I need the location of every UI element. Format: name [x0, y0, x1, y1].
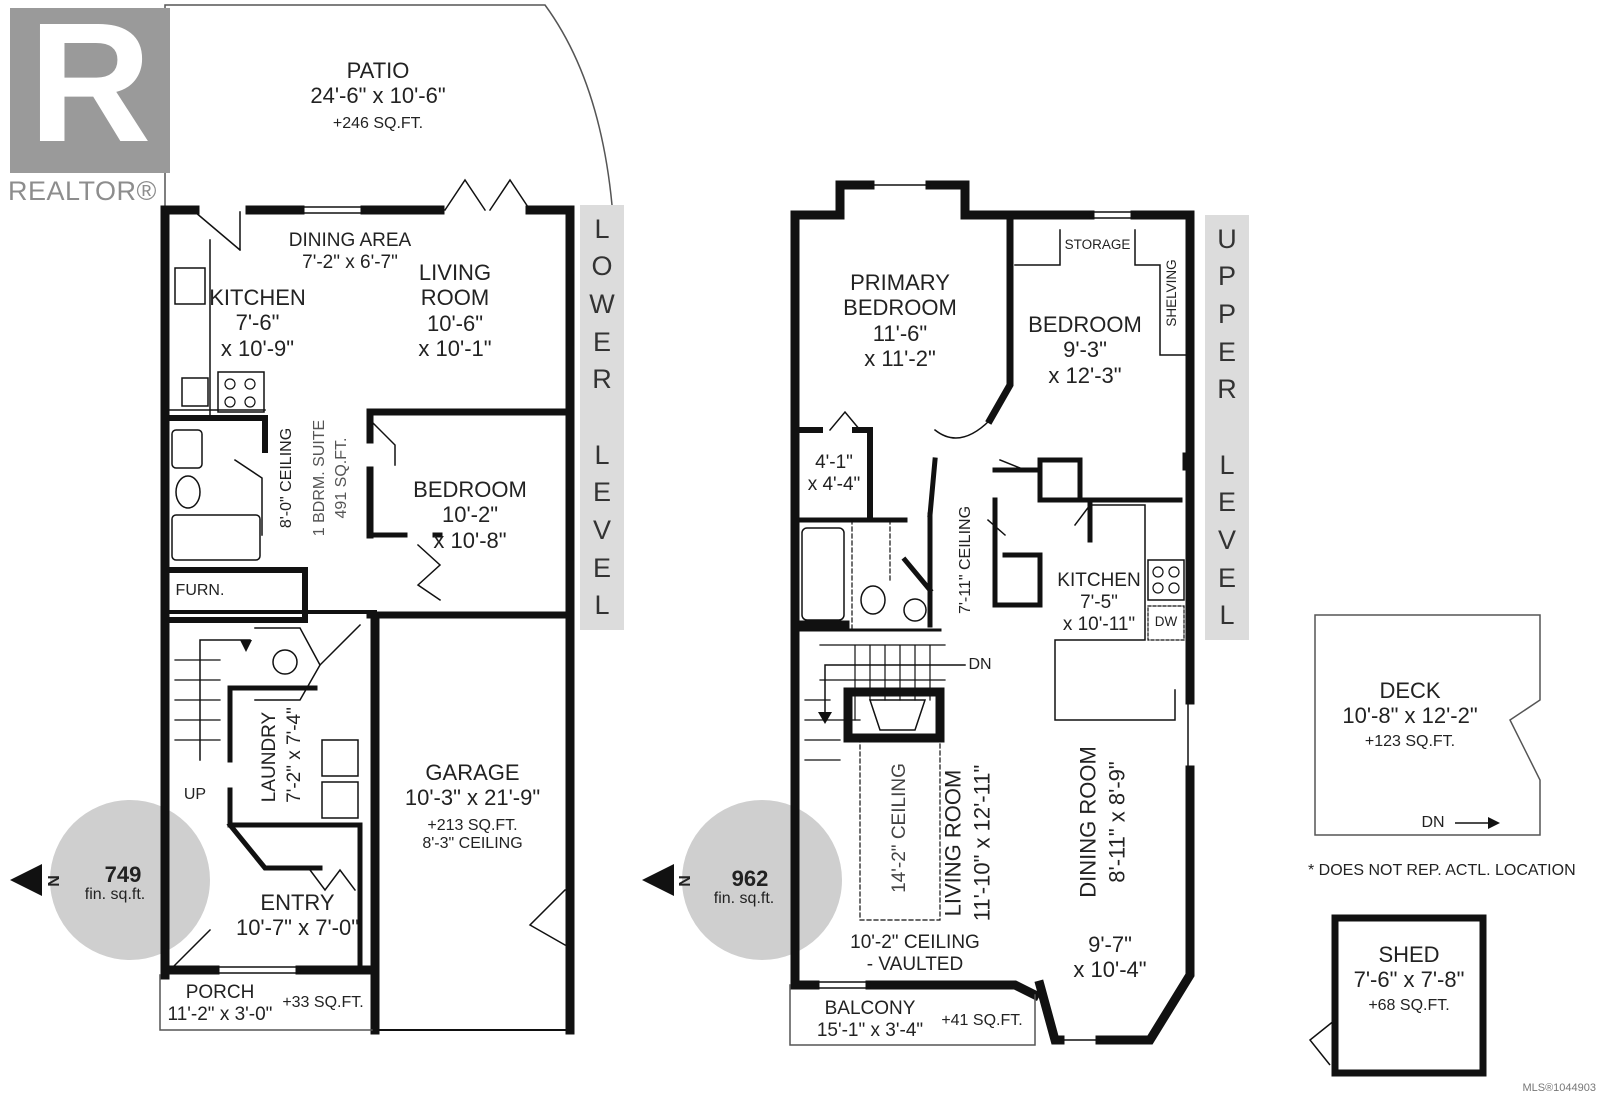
level-letter: E — [592, 326, 611, 357]
level-letter: L — [594, 213, 610, 244]
deck-outline — [1314, 614, 1541, 836]
lower-finished-area: 749 — [104, 862, 142, 887]
garage-label: GARAGE 10'-3" x 21'-9" +213 SQ.FT. 8'-3"… — [404, 760, 541, 852]
level-letter: P — [1217, 298, 1236, 329]
suite-note: 1 BDRM. SUITE — [310, 419, 328, 537]
storage-label: STORAGE — [1064, 237, 1131, 252]
upper-north-arrow — [642, 864, 674, 896]
stairs-down-label: DN — [968, 656, 992, 673]
dining-room-label: DINING ROOM — [1075, 746, 1101, 898]
level-letter: R — [592, 364, 612, 395]
deck-label: DECK 10'-8" x 12'-2" +123 SQ.FT. — [1342, 678, 1478, 750]
upper-living-room-dims: 11'-10" x 12'-11" — [969, 764, 995, 922]
lower-north-label: N — [45, 875, 63, 887]
upper-finished-area: 962 — [731, 866, 769, 891]
level-letter: R — [1217, 374, 1237, 405]
primary-bedroom-label: PRIMARY BEDROOM 11'-6" x 11'-2" — [843, 270, 957, 371]
patio-label: PATIO 24'-6" x 10'-6" +246 SQ.FT. — [310, 58, 446, 132]
vaulted-ceiling-note: 14'-2" CEILING — [889, 763, 911, 893]
laundry-dims: 7'-2" x 7'-4" — [284, 707, 306, 803]
level-letter — [598, 404, 606, 431]
entry-label: ENTRY 10'-7" x 7'-0" — [235, 890, 360, 941]
porch-area-label: +33 SQ.FT. — [282, 994, 364, 1011]
level-letter: V — [592, 514, 611, 545]
upper-compass-circle — [682, 800, 842, 960]
laundry-label: LAUNDRY — [259, 711, 281, 803]
level-letter: E — [1217, 487, 1236, 518]
shelving-label: SHELVING — [1164, 259, 1180, 327]
deck-stairs-label: DN — [1421, 814, 1445, 831]
upper-north-label: N — [676, 875, 694, 887]
realtor-logo[interactable]: R REALTOR® — [8, 0, 178, 213]
stairs-up-label: UP — [183, 786, 207, 803]
level-letter: P — [1217, 261, 1236, 292]
lower-living-room-label: LIVING ROOM 10'-6" x 10'-1" — [418, 260, 492, 361]
level-letter: L — [594, 439, 610, 470]
balcony-label: BALCONY 15'-1" x 3'-4" — [816, 998, 924, 1041]
level-letter: E — [592, 477, 611, 508]
shed-label: SHED 7'-6" x 7'-8" +68 SQ.FT. — [1353, 942, 1465, 1014]
upper-bedroom-label: BEDROOM 9'-3" x 12'-3" — [1028, 312, 1142, 388]
hall-ceiling-note: 7'-11" CEILING — [956, 505, 974, 615]
lower-finished-unit: fin. sq.ft. — [84, 886, 146, 903]
lower-ceiling-note: 8'-0" CEILING — [277, 427, 295, 529]
level-letter — [1223, 414, 1231, 441]
shed-outline — [1331, 914, 1487, 1077]
level-letter: O — [591, 251, 613, 282]
lower-kitchen-label: KITCHEN 7'-6" x 10'-9" — [209, 285, 306, 361]
level-letter: V — [1217, 524, 1236, 555]
balcony-area-label: +41 SQ.FT. — [941, 1012, 1023, 1029]
lower-north-arrow — [10, 864, 42, 896]
furnace-label: FURN. — [175, 582, 225, 599]
suite-area-note: 491 SQ.FT. — [332, 437, 350, 519]
level-letter: E — [592, 552, 611, 583]
level-letter: E — [1217, 336, 1236, 367]
level-letter: L — [1219, 600, 1235, 631]
level-letter: W — [589, 288, 615, 319]
realtor-r-mark: R — [10, 0, 170, 173]
dishwasher-label: DW — [1154, 614, 1178, 629]
upper-floor — [789, 180, 1195, 1046]
realtor-wordmark: REALTOR® — [8, 176, 157, 206]
nook-label: 9'-7" x 10'-4" — [1073, 932, 1147, 983]
level-letter: U — [1217, 223, 1237, 254]
upper-living-room-label: LIVING ROOM — [940, 769, 966, 917]
upper-kitchen-label: KITCHEN 7'-5" x 10'-11" — [1057, 570, 1141, 635]
lower-bedroom-label: BEDROOM 10'-2" x 10'-8" — [413, 477, 527, 553]
level-letter: E — [1217, 562, 1236, 593]
mls-number: MLS®1044903 — [1522, 1082, 1596, 1094]
level-letter: L — [1219, 449, 1235, 480]
dining-area-label: DINING AREA 7'-2" x 6'-7" — [288, 230, 412, 273]
porch-label: PORCH 11'-2" x 3'-0" — [167, 982, 273, 1025]
closet-label: 4'-1" x 4'-4" — [807, 452, 861, 495]
location-note: * DOES NOT REP. ACTL. LOCATION — [1308, 862, 1576, 879]
dining-room-dims: 8'-11" x 8'-9" — [1104, 761, 1130, 883]
level-letter: L — [594, 590, 610, 621]
vaulted-ceiling-label: 10'-2" CEILING - VAULTED — [850, 932, 980, 975]
upper-finished-unit: fin. sq.ft. — [713, 890, 775, 907]
outbuildings — [1308, 614, 1541, 1077]
lower-floor — [159, 4, 613, 1035]
lower-compass-circle — [50, 800, 210, 960]
